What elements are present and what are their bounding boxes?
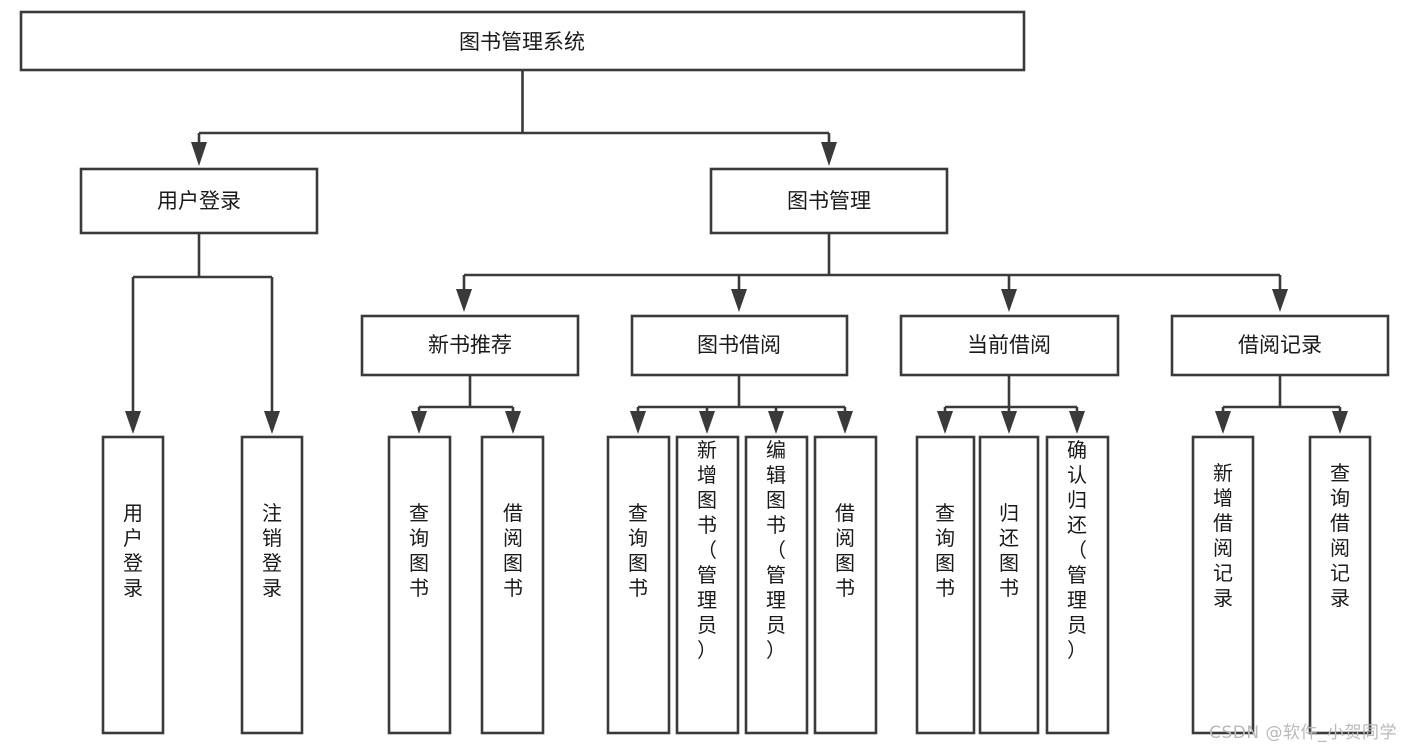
leaf-edit-book-label: 编辑图书（管理员） (766, 438, 786, 662)
node-new-book-recommend-label: 新书推荐 (428, 333, 512, 357)
node-current-borrow-box[interactable] (899, 314, 1120, 377)
leaf-node-query-book-bb[interactable]: 查询图书 (606, 435, 671, 735)
node-user-login[interactable]: 用户登录 (79, 167, 319, 235)
leaf-query-borrow-record-label: 查询借阅记录 (1330, 461, 1350, 610)
leaf-node-query-book-nb[interactable]: 查询图书 (387, 435, 452, 735)
arrow-head-borrow-record (1272, 289, 1288, 312)
node-borrow-record[interactable]: 借阅记录 (1170, 314, 1390, 377)
leaf-user-login-label: 用户登录 (123, 501, 143, 600)
leaf-query-borrow-record-box[interactable] (1308, 435, 1372, 735)
leaf-query-book-bb-label: 查询图书 (628, 501, 648, 600)
leaf-node-add-borrow-record[interactable]: 新增借阅记录 (1191, 435, 1255, 735)
leaf-borrow-book-nb-label: 借阅图书 (503, 501, 523, 600)
leaf-node-borrow-book-bb[interactable]: 借阅图书 (813, 435, 878, 735)
node-book-management-box[interactable] (709, 167, 949, 235)
arrow-head-bb-leaf3 (768, 411, 784, 434)
arrow-head-nb-leaf2 (505, 411, 521, 434)
arrow-head-cb-leaf1 (937, 411, 953, 434)
leaf-query-book-bb-box[interactable] (606, 435, 671, 735)
arrow-head-bb-leaf1 (630, 411, 646, 434)
arrow-head-current-borrow (1001, 289, 1017, 312)
leaf-add-borrow-record-box[interactable] (1191, 435, 1255, 735)
leaf-query-book-nb-box[interactable] (387, 435, 452, 735)
node-book-borrow[interactable]: 图书借阅 (630, 314, 849, 377)
node-user-login-box[interactable] (79, 167, 319, 235)
leaf-user-login-box[interactable] (101, 435, 165, 735)
leaf-confirm-return-label: 确认归还（管理员） (1067, 438, 1087, 662)
arrow-head-book-mgmt (821, 142, 837, 166)
arrow-head-book-borrow (731, 289, 747, 312)
arrow-head-bb-leaf4 (837, 411, 853, 434)
node-book-borrow-label: 图书借阅 (697, 333, 781, 357)
leaf-node-edit-book[interactable]: 编辑图书（管理员） (744, 435, 809, 735)
node-new-book-recommend-box[interactable] (360, 314, 580, 377)
node-user-login-label: 用户登录 (157, 189, 241, 213)
csdn-watermark: CSDN @软件_小贺同学 (1209, 723, 1397, 743)
leaf-query-book-nb-label: 查询图书 (409, 501, 429, 600)
leaf-return-book-box[interactable] (978, 435, 1040, 735)
node-current-borrow-label: 当前借阅 (967, 333, 1051, 357)
arrow-head-leaf-user-login (125, 411, 141, 434)
node-root-box[interactable] (19, 10, 1026, 72)
leaf-return-book-label: 归还图书 (999, 501, 1019, 600)
arrow-head-br-leaf2 (1332, 411, 1348, 434)
leaf-node-return-book[interactable]: 归还图书 (978, 435, 1040, 735)
leaf-query-book-cb-label: 查询图书 (935, 501, 955, 600)
leaf-borrow-book-bb-label: 借阅图书 (835, 501, 855, 600)
connector-layer (125, 70, 1348, 434)
leaf-query-book-cb-box[interactable] (915, 435, 976, 735)
leaf-edit-book-box[interactable] (744, 435, 809, 735)
arrow-head-new-book (456, 289, 472, 312)
arrow-head-cb-leaf3 (1069, 411, 1085, 434)
node-current-borrow[interactable]: 当前借阅 (899, 314, 1120, 377)
node-borrow-record-label: 借阅记录 (1238, 333, 1322, 357)
arrow-head-nb-leaf1 (411, 411, 427, 434)
leaf-node-query-book-cb[interactable]: 查询图书 (915, 435, 976, 735)
node-root[interactable]: 图书管理系统 (19, 10, 1026, 72)
node-borrow-record-box[interactable] (1170, 314, 1390, 377)
node-root-label: 图书管理系统 (459, 30, 585, 54)
leaf-node-user-login[interactable]: 用户登录 (101, 435, 165, 735)
leaf-node-confirm-return[interactable]: 确认归还（管理员） (1045, 435, 1110, 735)
node-book-management[interactable]: 图书管理 (709, 167, 949, 235)
leaf-node-query-borrow-record[interactable]: 查询借阅记录 (1308, 435, 1372, 735)
arrow-head-leaf-logout (264, 411, 280, 434)
leaf-add-book-box[interactable] (675, 435, 740, 735)
leaf-confirm-return-box[interactable] (1045, 435, 1110, 735)
arrow-head-user-login (191, 142, 207, 166)
leaf-node-logout[interactable]: 注销登录 (240, 435, 304, 735)
leaf-node-borrow-book-nb[interactable]: 借阅图书 (480, 435, 545, 735)
arrow-head-cb-leaf2 (1001, 411, 1017, 434)
leaf-borrow-book-nb-box[interactable] (480, 435, 545, 735)
node-book-borrow-box[interactable] (630, 314, 849, 377)
leaf-add-borrow-record-label: 新增借阅记录 (1213, 461, 1233, 610)
node-book-management-label: 图书管理 (787, 189, 871, 213)
arrow-head-br-leaf1 (1215, 411, 1231, 434)
leaf-logout-box[interactable] (240, 435, 304, 735)
leaf-borrow-book-bb-box[interactable] (813, 435, 878, 735)
leaf-node-add-book[interactable]: 新增图书（管理员） (675, 435, 740, 735)
node-new-book-recommend[interactable]: 新书推荐 (360, 314, 580, 377)
leaf-logout-label: 注销登录 (262, 501, 282, 600)
arrow-head-bb-leaf2 (699, 411, 715, 434)
leaf-add-book-label: 新增图书（管理员） (697, 438, 717, 662)
